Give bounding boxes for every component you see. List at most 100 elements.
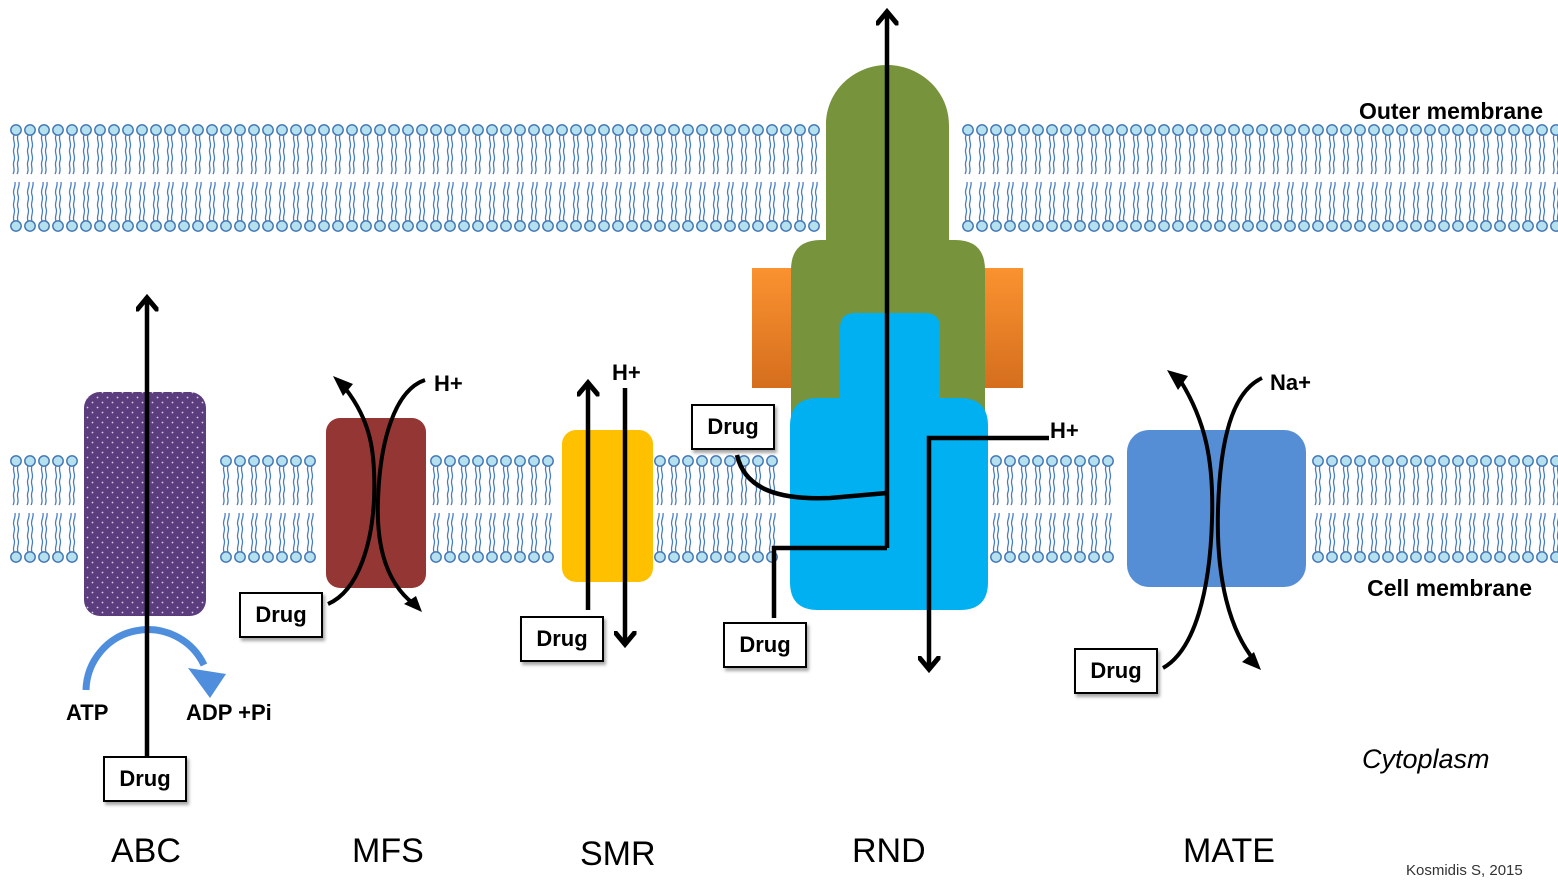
lipid-molecule: [1075, 125, 1085, 174]
mate-pump: [1127, 370, 1306, 670]
lipid-molecule: [1425, 456, 1435, 505]
family-label-smr: SMR: [580, 835, 656, 873]
lipid-molecule: [11, 456, 21, 505]
lipid-molecule: [571, 182, 581, 231]
lipid-molecule: [669, 513, 679, 562]
lipid-molecule: [67, 125, 77, 174]
lipid-molecule: [1467, 513, 1477, 562]
lipid-molecule: [697, 125, 707, 174]
lipid-molecule: [977, 125, 987, 174]
lipid-molecule: [1019, 513, 1029, 562]
lipid-molecule: [11, 182, 21, 231]
lipid-molecule: [179, 125, 189, 174]
lipid-molecule: [1551, 182, 1558, 231]
lipid-molecule: [1103, 456, 1113, 505]
lipid-molecule: [1523, 513, 1533, 562]
lipid-molecule: [501, 182, 511, 231]
lipid-molecule: [487, 182, 497, 231]
lipid-molecule: [1299, 182, 1309, 231]
lipid-molecule: [557, 182, 567, 231]
lipid-molecule: [543, 513, 553, 562]
lipid-molecule: [1061, 513, 1071, 562]
atp-hydrolysis-arrow: [82, 626, 208, 691]
lipid-molecule: [627, 125, 637, 174]
smr-proton-label: H+: [612, 360, 641, 385]
rnd-drug-membrane-path: [734, 454, 888, 501]
lipid-molecule: [1005, 513, 1015, 562]
lipid-molecule: [431, 456, 441, 505]
lipid-molecule: [1383, 182, 1393, 231]
lipid-molecule: [1397, 456, 1407, 505]
lipid-molecule: [641, 125, 651, 174]
lipid-molecule: [431, 182, 441, 231]
lipid-molecule: [1131, 182, 1141, 231]
lipid-molecule: [347, 125, 357, 174]
lipid-molecule: [585, 182, 595, 231]
lipid-molecule: [263, 513, 273, 562]
lipid-molecule: [263, 456, 273, 505]
lipid-molecule: [991, 456, 1001, 505]
mate-drug-arrow: [1161, 378, 1215, 670]
lipid-molecule: [263, 182, 273, 231]
lipid-molecule: [473, 513, 483, 562]
lipid-molecule: [137, 182, 147, 231]
lipid-molecule: [683, 513, 693, 562]
lipid-molecule: [277, 513, 287, 562]
lipid-molecule: [319, 125, 329, 174]
lipid-molecule: [1341, 182, 1351, 231]
lipid-molecule: [1425, 182, 1435, 231]
lipid-molecule: [109, 125, 119, 174]
lipid-molecule: [445, 125, 455, 174]
lipid-molecule: [207, 125, 217, 174]
lipid-molecule: [1089, 125, 1099, 174]
lipid-molecule: [1061, 125, 1071, 174]
lipid-molecule: [1201, 125, 1211, 174]
mate-sodium-arrow: [1215, 376, 1263, 662]
lipid-molecule: [543, 456, 553, 505]
lipid-molecule: [669, 456, 679, 505]
lipid-molecule: [1453, 513, 1463, 562]
lipid-molecule: [641, 182, 651, 231]
lipid-molecule: [1495, 182, 1505, 231]
lipid-molecule: [1061, 456, 1071, 505]
lipid-molecule: [725, 125, 735, 174]
lipid-molecule: [697, 513, 707, 562]
lipid-molecule: [151, 125, 161, 174]
lipid-molecule: [599, 182, 609, 231]
lipid-molecule: [25, 513, 35, 562]
lipid-molecule: [1327, 125, 1337, 174]
lipid-molecule: [529, 513, 539, 562]
lipid-molecule: [235, 182, 245, 231]
mate-drug-box: Drug: [1074, 648, 1158, 694]
lipid-molecule: [697, 456, 707, 505]
lipid-molecule: [613, 182, 623, 231]
lipid-molecule: [529, 125, 539, 174]
lipid-molecule: [1411, 182, 1421, 231]
mfs-drug-arrow: [327, 386, 377, 606]
lipid-molecule: [963, 182, 973, 231]
lipid-molecule: [487, 513, 497, 562]
lipid-molecule: [1481, 125, 1491, 174]
lipid-molecule: [39, 182, 49, 231]
lipid-molecule: [25, 182, 35, 231]
lipid-molecule: [1523, 125, 1533, 174]
lipid-molecule: [249, 125, 259, 174]
mfs-drug-box: Drug: [239, 592, 323, 638]
lipid-molecule: [683, 182, 693, 231]
lipid-molecule: [1327, 182, 1337, 231]
lipid-molecule: [1341, 513, 1351, 562]
lipid-molecule: [767, 125, 777, 174]
lipid-molecule: [221, 182, 231, 231]
lipid-molecule: [1089, 513, 1099, 562]
lipid-molecule: [1257, 182, 1267, 231]
lipid-molecule: [67, 513, 77, 562]
lipid-molecule: [1271, 182, 1281, 231]
lipid-molecule: [1355, 125, 1365, 174]
lipid-molecule: [515, 125, 525, 174]
atp-arrowhead-icon: [188, 668, 226, 698]
lipid-molecule: [1117, 182, 1127, 231]
mfs-pump: [326, 376, 426, 612]
lipid-molecule: [529, 456, 539, 505]
outer-membrane-bilayer: [11, 125, 1558, 231]
